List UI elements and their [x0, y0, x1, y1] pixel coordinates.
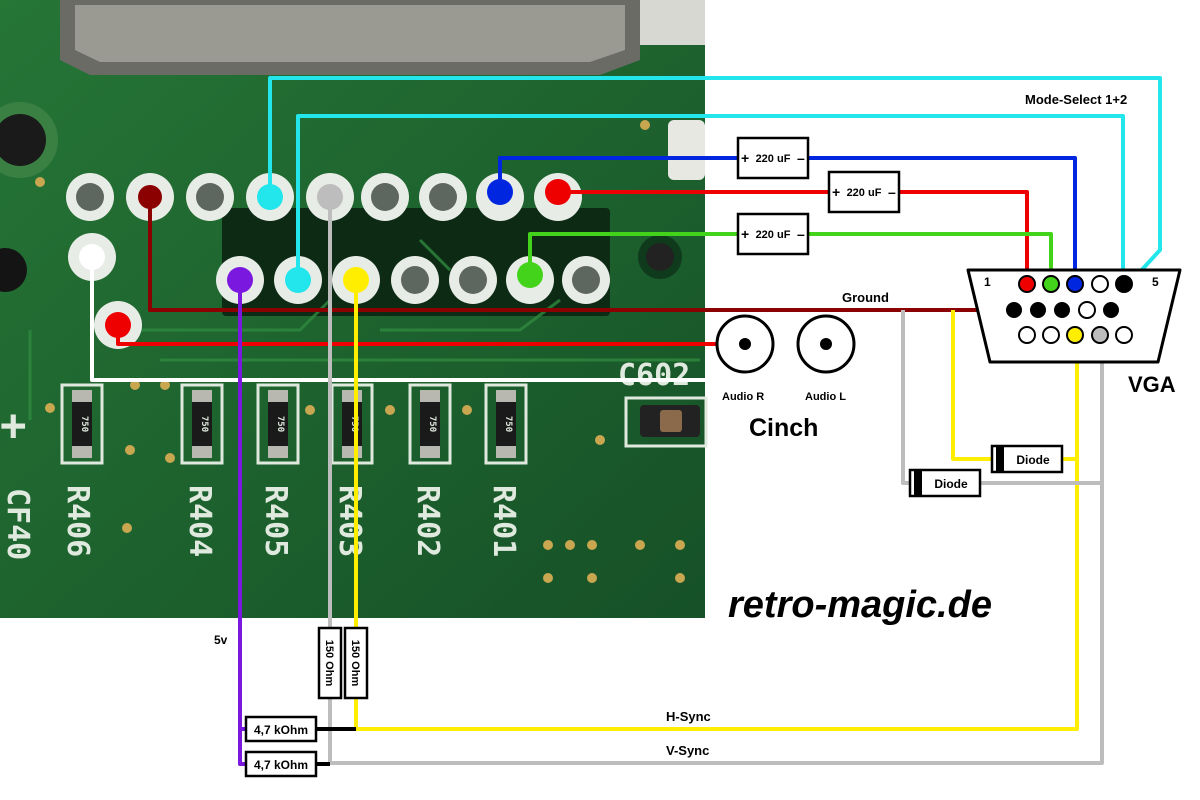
wire-green: [528, 232, 1053, 284]
resistor-label: 4,7 kOhm: [254, 723, 308, 737]
silk-designator: R404: [182, 485, 217, 557]
capacitor-label: 220 uF: [756, 229, 791, 241]
cinch-audio-r: [715, 314, 775, 374]
vga-connector: 1 5: [966, 268, 1182, 364]
wire-mode-select-1: [268, 76, 1162, 287]
vga-pin-5-label: 5: [1152, 275, 1159, 289]
silk-designator: R405: [258, 485, 293, 557]
smd-value: 750: [503, 416, 513, 432]
resistor-150-hsync: 150 Ohm: [343, 626, 369, 700]
capacitor-label: 220 uF: [756, 153, 791, 165]
capacitor-blue: + 220 uF –: [736, 136, 810, 180]
five-v-label: 5v: [214, 633, 228, 647]
ground-label: Ground: [842, 290, 889, 305]
resistor-4k7-hsync: 4,7 kOhm: [244, 715, 318, 743]
capacitor-green: + 220 uF –: [736, 212, 810, 256]
resistor-label: 4,7 kOhm: [254, 758, 308, 772]
mode-select-label: Mode-Select 1+2: [1025, 92, 1127, 107]
svg-text:+: +: [832, 184, 840, 200]
svg-text:+: +: [741, 150, 749, 166]
resistor-4k7-vsync: 4,7 kOhm: [244, 750, 318, 778]
svg-text:–: –: [797, 150, 805, 166]
smd-value: 750: [275, 416, 285, 432]
resistor-label: 150 Ohm: [349, 640, 361, 687]
h-sync-label: H-Sync: [666, 709, 711, 724]
wire-mode-select-2: [296, 114, 1125, 284]
silk-designator: R403: [332, 485, 367, 557]
smd-value: 750: [199, 416, 209, 432]
cinch-label: Cinch: [749, 414, 818, 442]
vga-pin-1-label: 1: [984, 275, 991, 289]
cinch-audio-l: [796, 314, 856, 374]
silk-designator: R401: [486, 485, 521, 557]
wire-5v-stub: [316, 727, 356, 766]
wire-red: [558, 190, 1029, 284]
wire-vsync-diode: [901, 310, 1102, 485]
silk-plus: +: [0, 400, 27, 451]
capacitor-label: 220 uF: [847, 187, 882, 199]
wire-ground: [148, 197, 1035, 312]
svg-text:+: +: [741, 226, 749, 242]
wire-hsync-diode: [951, 310, 1077, 461]
brand-label: retro-magic.de: [728, 584, 992, 626]
capacitor-red: + 220 uF –: [827, 170, 901, 214]
silk-designator: R406: [60, 485, 95, 557]
silk-designator: R402: [410, 485, 445, 557]
v-sync-label: V-Sync: [666, 743, 709, 758]
wires: [90, 76, 1162, 766]
audio-l-label: Audio L: [805, 391, 846, 403]
wire-hsync: [354, 280, 1079, 731]
silk-cap-ref: C602: [618, 358, 690, 393]
resistor-150-vsync: 150 Ohm: [317, 626, 343, 700]
diode-label: Diode: [934, 477, 968, 491]
diode-label: Diode: [1016, 453, 1050, 467]
svg-text:–: –: [888, 184, 896, 200]
diode-vsync: Diode: [908, 468, 982, 498]
audio-r-label: Audio R: [722, 391, 764, 403]
svg-text:–: –: [797, 226, 805, 242]
smd-value: 750: [427, 416, 437, 432]
silk-edge-text: CF40: [0, 488, 35, 560]
resistor-label: 150 Ohm: [323, 640, 335, 687]
smd-value: 750: [79, 416, 89, 432]
vga-label: VGA: [1128, 372, 1176, 397]
diode-hsync: Diode: [990, 444, 1064, 474]
pin-markers: [79, 179, 571, 338]
